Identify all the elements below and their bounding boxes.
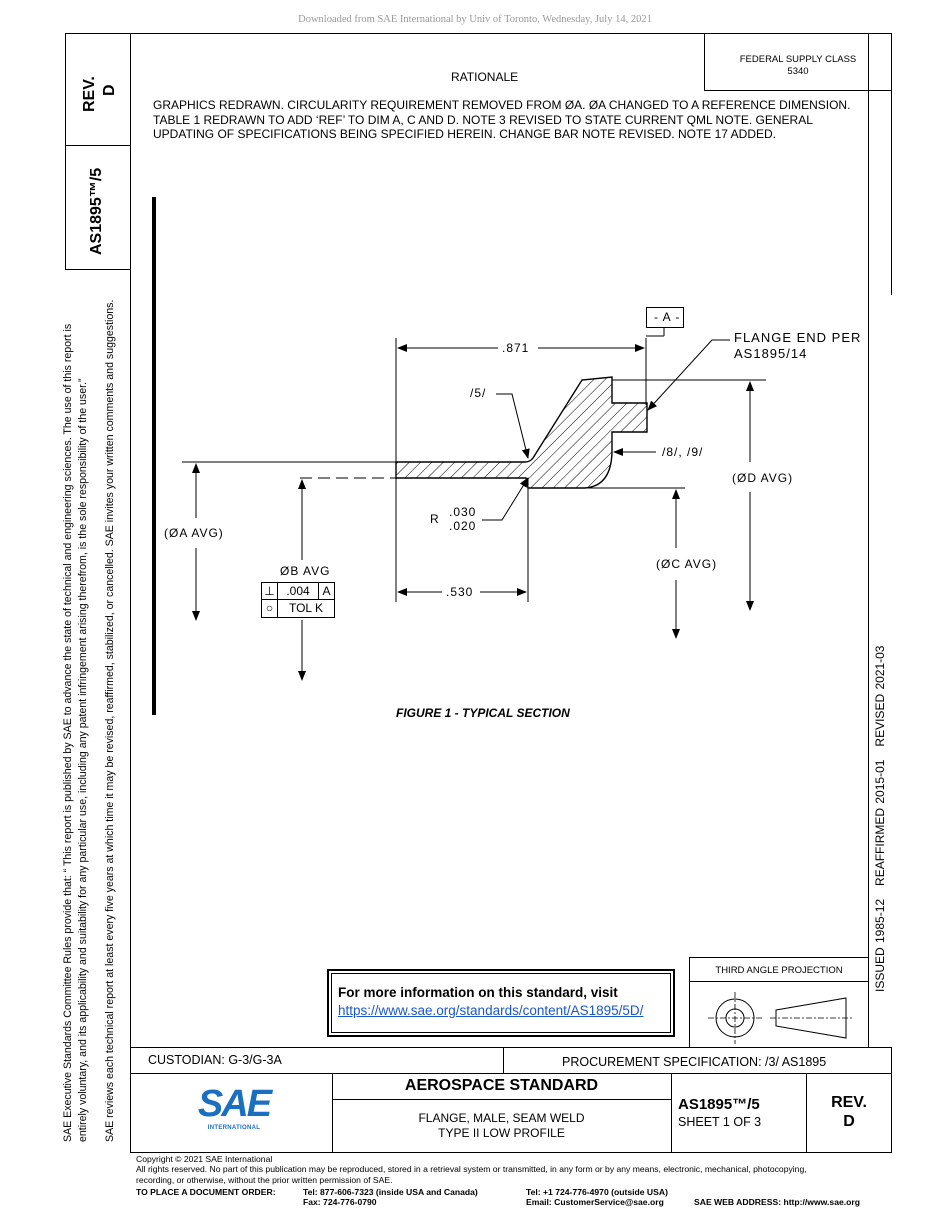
right-col-line [868, 33, 869, 1048]
footer-rights-2: recording, or otherwise, without the pri… [136, 1175, 393, 1185]
footer-tel-us: Tel: 877-606-7323 (inside USA and Canada… [303, 1187, 478, 1197]
fcf-perp-symbol-cell: ⊥ [261, 582, 278, 600]
radius-max: .030 [449, 505, 477, 519]
footer-email[interactable]: Email: CustomerService@sae.org [526, 1197, 664, 1207]
supply-class-label: FEDERAL SUPPLY CLASS [739, 54, 857, 65]
figure-caption: FIGURE 1 - TYPICAL SECTION [396, 706, 570, 720]
title-line-2: TYPE II LOW PROFILE [438, 1126, 565, 1140]
radius-min: .020 [449, 519, 477, 533]
title-block [130, 1073, 892, 1153]
projection-label: THIRD ANGLE PROJECTION [715, 965, 843, 976]
fcf-perp-value-cell: .004 [277, 582, 319, 600]
fcf-circ-value-cell: TOL K [277, 599, 335, 618]
tb-doc-number: AS1895™/5 [678, 1096, 760, 1113]
dim-c: (ØC AVG) [656, 557, 718, 571]
title-line-1: FLANGE, MALE, SEAM WELD [418, 1111, 585, 1125]
frame-left-line [130, 33, 131, 1070]
feature-control-frame: ⊥ .004 A ○ TOL K [261, 582, 335, 618]
info-box [327, 969, 675, 1037]
supply-class-value: 5340 [787, 66, 809, 77]
title-divider-3 [806, 1073, 807, 1153]
sae-logo-sub: INTERNATIONAL [207, 1125, 261, 1131]
figure-drawing [182, 328, 766, 681]
title-divider-h [332, 1099, 671, 1100]
flange-end-line2: AS1895/14 [734, 346, 808, 361]
rationale-text: GRAPHICS REDRAWN. CIRCULARITY REQUIREMEN… [153, 98, 851, 141]
datum-a-label: - A - [654, 310, 681, 324]
note-5: /5/ [470, 386, 487, 400]
frame-top-line [65, 33, 705, 34]
circularity-icon: ○ [265, 601, 274, 615]
tb-rev-label: REV. [831, 1094, 867, 1111]
procurement: PROCUREMENT SPECIFICATION: /3/ AS1895 [562, 1055, 827, 1069]
datum-a-box [646, 307, 684, 328]
radius-label: R [430, 512, 440, 526]
dim-a: (ØA AVG) [164, 526, 224, 540]
custodian: CUSTODIAN: G-3/G-3A [148, 1053, 282, 1067]
sae-logo-mark: SAE [197, 1083, 272, 1125]
tb-rev-value: D [843, 1113, 855, 1130]
note-8-9: /8/, /9/ [662, 445, 704, 459]
fcf-perp-datum: A [322, 584, 331, 598]
title-divider-1 [332, 1073, 333, 1153]
dim-b: ØB AVG [280, 564, 331, 578]
fcf-perp-value: .004 [286, 584, 310, 598]
footer-tel-intl: Tel: +1 724-776-4970 (outside USA) [526, 1187, 668, 1197]
footer-fax: Fax: 724-776-0790 [303, 1197, 377, 1207]
fcf-circ-symbol-cell: ○ [261, 599, 278, 618]
sae-logo: SAE INTERNATIONAL [196, 1085, 272, 1135]
dim-530: .530 [446, 585, 474, 599]
dim-871: .871 [502, 341, 530, 355]
standard-type: AEROSPACE STANDARD [404, 1077, 599, 1094]
footer-order-label: TO PLACE A DOCUMENT ORDER: [136, 1187, 276, 1197]
projection-divider [689, 981, 869, 982]
change-bar [152, 197, 156, 715]
right-edge-top [891, 33, 892, 295]
footer-rights-1: All rights reserved. No part of this pub… [136, 1164, 807, 1174]
standard-link[interactable]: https://www.sae.org/standards/content/AS… [338, 1003, 644, 1018]
footer-web[interactable]: SAE WEB ADDRESS: http://www.sae.org [694, 1197, 860, 1207]
rationale-title: RATIONALE [451, 70, 519, 84]
footer-copyright: Copyright © 2021 SAE International [136, 1154, 273, 1164]
tb-sheet: SHEET 1 OF 3 [678, 1115, 762, 1129]
perpendicularity-icon: ⊥ [264, 584, 275, 598]
dim-d: (ØD AVG) [732, 471, 794, 485]
flange-end-line1: FLANGE END PER [734, 330, 862, 345]
download-notice: Downloaded from SAE International by Uni… [298, 14, 652, 25]
fcf-perp-datum-cell: A [318, 582, 335, 600]
custodian-divider [503, 1047, 504, 1074]
info-text: For more information on this standard, v… [338, 985, 618, 1000]
projection-symbol-icon [708, 992, 852, 1044]
title-divider-2 [671, 1073, 672, 1153]
fcf-circ-value: TOL K [288, 601, 323, 615]
